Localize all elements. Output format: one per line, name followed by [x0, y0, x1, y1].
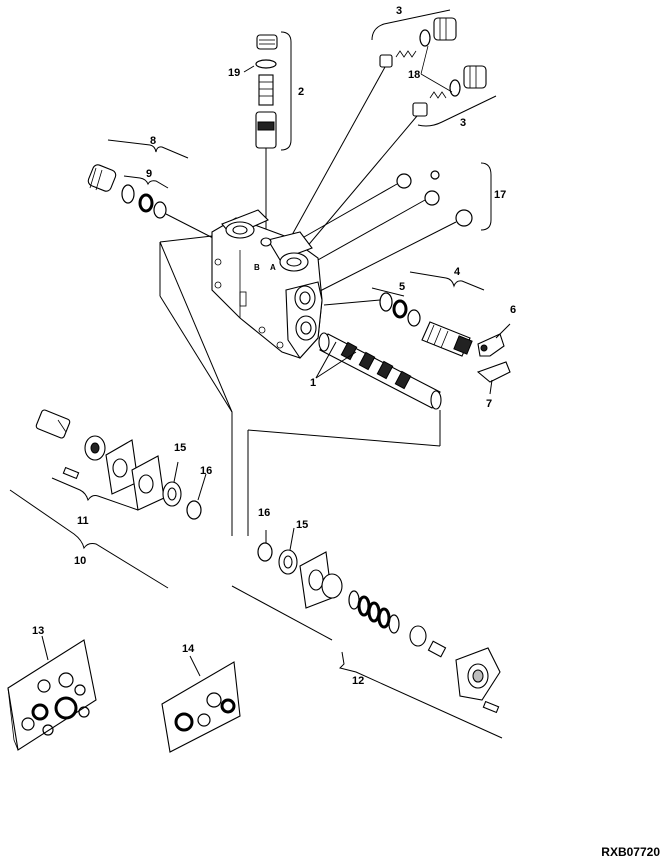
callout-1: 1	[310, 377, 316, 389]
callout-15-right: 15	[296, 519, 308, 531]
o-ring-set	[289, 170, 473, 293]
drawing-reference-code: RXB07720	[601, 845, 660, 859]
seal-kit-13	[7, 635, 97, 751]
callout-10: 10	[74, 555, 86, 567]
callout-3-bottom: 3	[460, 117, 466, 129]
callout-3-top: 3	[396, 5, 402, 17]
check-valve-upper	[291, 17, 457, 236]
valve-housing: B A	[211, 209, 323, 359]
callout-6: 6	[510, 304, 516, 316]
callout-2: 2	[298, 86, 304, 98]
callout-9: 9	[146, 168, 152, 180]
spool-end-assembly	[323, 292, 511, 395]
left-cover-assembly	[35, 409, 207, 520]
plug-assembly	[87, 164, 214, 239]
callout-8: 8	[150, 135, 156, 147]
callout-19: 19	[228, 67, 240, 79]
seal-kit-14	[161, 655, 241, 753]
relief-valve-assembly	[255, 34, 278, 238]
port-mark-b: B	[254, 263, 260, 272]
callout-11: 11	[77, 515, 89, 527]
check-valve-lower	[299, 65, 487, 256]
callout-4: 4	[454, 266, 461, 278]
callout-18: 18	[408, 69, 420, 81]
right-cover-assembly	[257, 527, 501, 714]
callout-12: 12	[352, 675, 364, 687]
callout-16-right: 16	[258, 507, 270, 519]
callout-13: 13	[32, 625, 44, 637]
spool	[315, 332, 442, 410]
callout-17: 17	[494, 189, 506, 201]
callout-15-left: 15	[174, 442, 186, 454]
callout-5: 5	[399, 281, 405, 293]
callout-7: 7	[486, 398, 492, 410]
callout-16-left: 16	[200, 465, 212, 477]
port-mark-a: A	[270, 263, 276, 272]
callout-14: 14	[182, 643, 195, 655]
